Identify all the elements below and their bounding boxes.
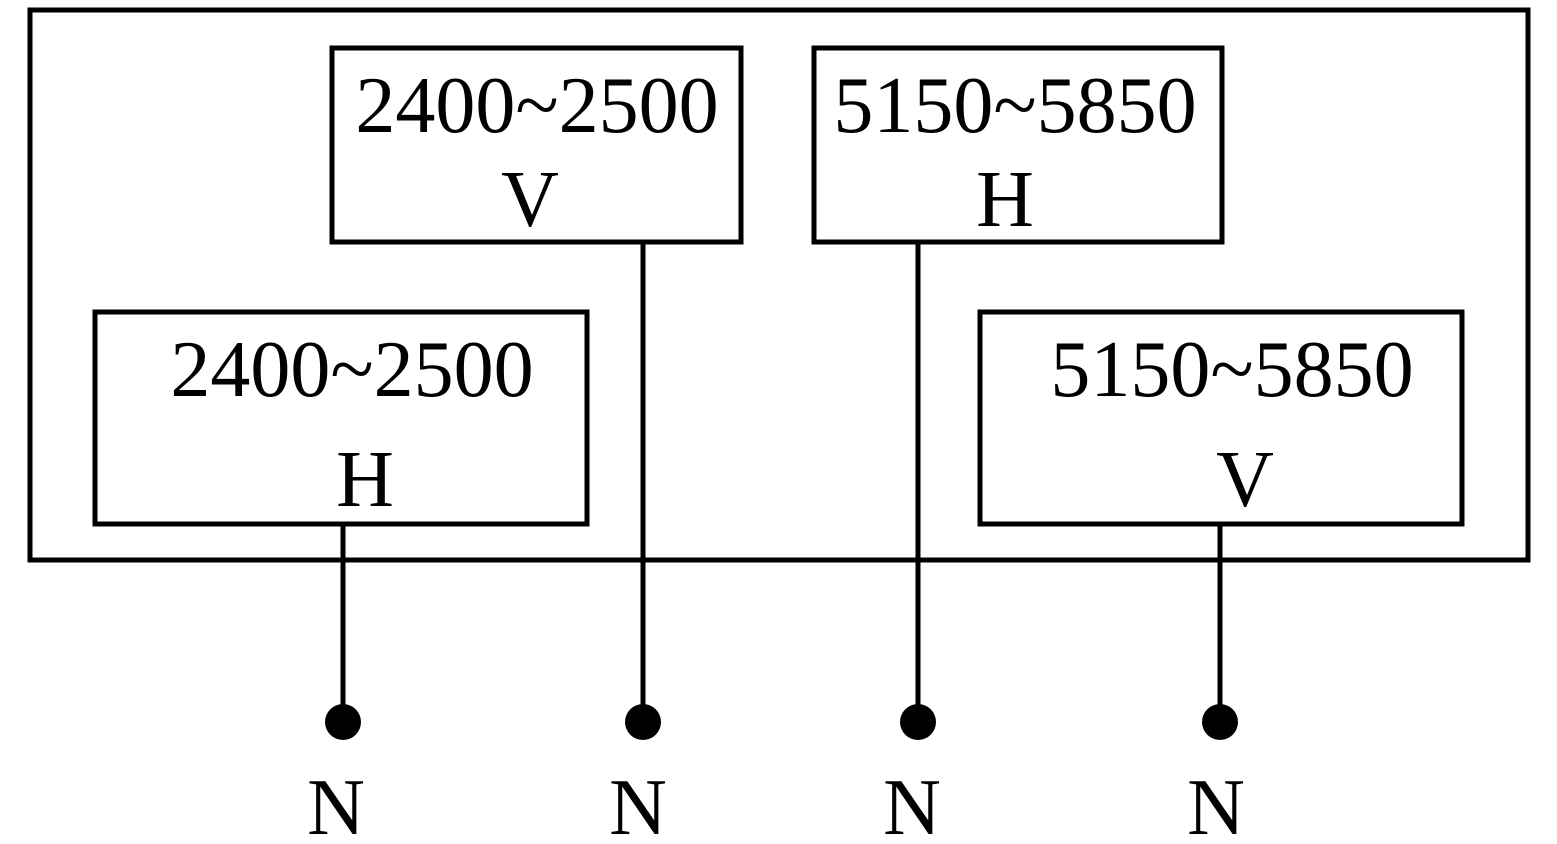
port-dot-1 xyxy=(325,704,361,740)
port-dot-4 xyxy=(1202,704,1238,740)
polarization-label: H xyxy=(336,436,394,524)
enclosure xyxy=(27,7,1531,563)
polarization-label: V xyxy=(1216,436,1274,524)
port-label-4: N xyxy=(1187,764,1245,844)
box-outline xyxy=(811,45,1225,245)
port-label-3: N xyxy=(883,764,941,844)
port-label-1: N xyxy=(307,764,365,844)
polarization-label: H xyxy=(976,156,1034,244)
port-dot-2 xyxy=(625,704,661,740)
polarization-label: V xyxy=(501,156,559,244)
antenna-box-5150-h: 5150~5850 H xyxy=(811,45,1225,245)
antenna-box-2400-h: 2400~2500 H xyxy=(92,309,590,527)
band-label: 5150~5850 xyxy=(833,62,1196,150)
band-label: 5150~5850 xyxy=(1050,326,1413,414)
antenna-box-5150-v: 5150~5850 V xyxy=(977,309,1465,527)
port-label-2: N xyxy=(609,764,667,844)
band-label: 2400~2500 xyxy=(355,62,718,150)
box-outline xyxy=(329,45,744,245)
antenna-box-2400-v: 2400~2500 V xyxy=(329,45,744,245)
band-label: 2400~2500 xyxy=(170,326,533,414)
port-dot-3 xyxy=(900,704,936,740)
